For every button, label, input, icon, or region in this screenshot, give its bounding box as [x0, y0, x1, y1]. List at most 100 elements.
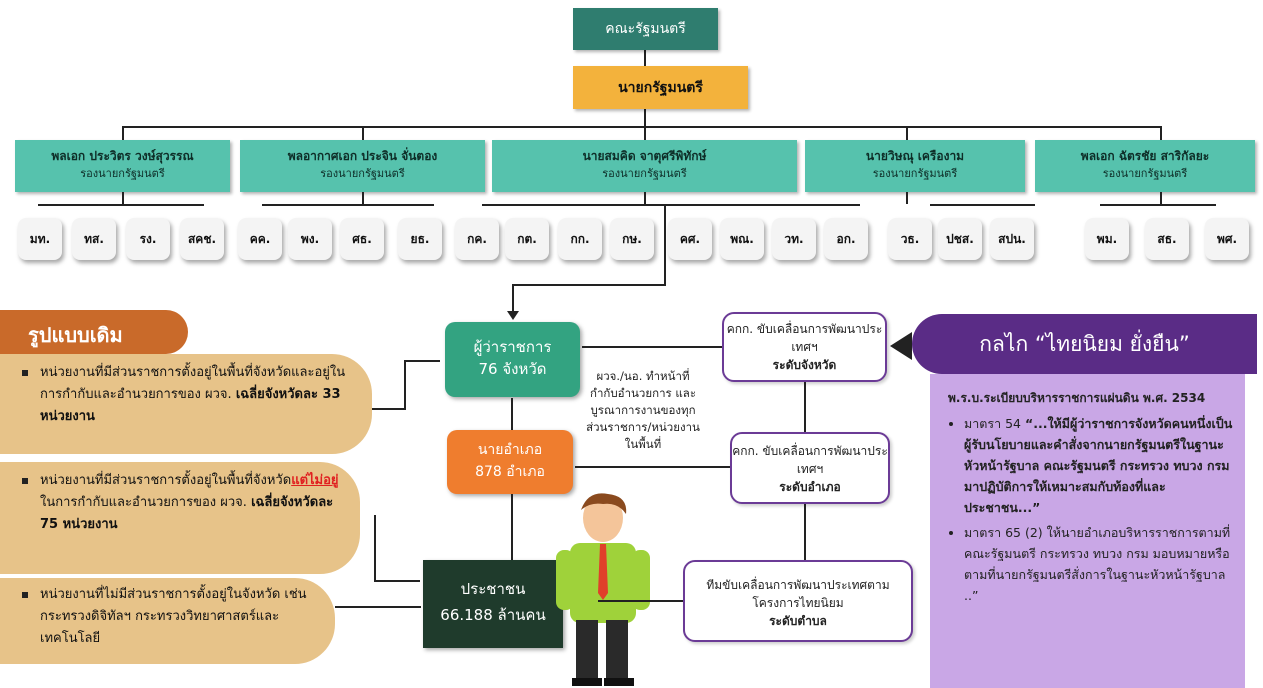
district-title: นายอำเภอ	[477, 442, 543, 458]
coordination-note: ผวจ./นอ. ทำหน้าที่กำกับอำนวยการ และบูรณา…	[583, 368, 703, 453]
list-item: หน่วยงานที่มีส่วนราชการตั้งอยู่ในพื้นที่…	[22, 470, 340, 536]
committee-subdistrict-box: ทีมขับเคลื่อนการพัฒนาประเทศตามโครงการไทย…	[683, 560, 913, 642]
section-label: มาตรา 54	[964, 416, 1021, 431]
district-officer-box: นายอำเภอ 878 อำเภอ	[447, 430, 573, 494]
ministry-label: มท.	[29, 231, 51, 246]
committee-level: ระดับอำเภอ	[779, 480, 841, 494]
ministry-box: ปชส.	[938, 218, 982, 260]
ministry-label: คศ.	[679, 231, 701, 246]
ministry-label: กค.	[467, 231, 487, 246]
ministry-box: วท.	[772, 218, 816, 260]
committee-name: คกก. ขับเคลื่อนการพัฒนาประเทศฯ	[726, 322, 883, 354]
connector	[1160, 192, 1162, 204]
ministry-box: ยธ.	[398, 218, 442, 260]
district-count: 878 อำเภอ	[475, 464, 545, 480]
connector	[644, 50, 646, 66]
governor-box: ผู้ว่าราชการ 76 จังหวัด	[445, 322, 580, 397]
ministry-box: สธ.	[1145, 218, 1189, 260]
ministry-label: พง.	[300, 231, 320, 246]
ministry-box: วธ.	[888, 218, 932, 260]
connector	[362, 192, 364, 204]
connector	[644, 192, 646, 204]
section-text: “...ให้มีผู้ว่าราชการจังหวัดคนหนึ่งเป็นผ…	[964, 416, 1233, 515]
arrow	[374, 580, 420, 582]
deputy-role: รองนายกรัฐมนตรี	[80, 167, 165, 180]
ministry-label: อก.	[836, 231, 856, 246]
connector	[122, 126, 124, 140]
ministry-label: คค.	[249, 231, 271, 246]
people-box: ประชาชน 66.188 ล้านคน	[423, 560, 563, 648]
connector	[511, 494, 513, 560]
connector	[38, 204, 204, 206]
connector	[644, 109, 646, 127]
connector	[1100, 204, 1216, 206]
ministry-box: พง.	[288, 218, 332, 260]
people-count: 66.188 ล้านคน	[440, 606, 546, 624]
ministry-box: ศธ.	[340, 218, 384, 260]
item-bold: เฉลี่ยจังหวัดละ 33 หน่วยงาน	[40, 387, 341, 424]
connector	[122, 126, 1162, 128]
ministry-box: ทส.	[72, 218, 116, 260]
connector	[374, 515, 376, 580]
governor-title: ผู้ว่าราชการ	[473, 338, 552, 356]
list-item: มาตรา 54 “...ให้มีผู้ว่าราชการจังหวัดคนห…	[964, 413, 1235, 518]
item-text: ในการกำกับและอำนวยการของ ผวจ.	[40, 495, 247, 510]
connector	[511, 398, 513, 430]
list-item: หน่วยงานที่มีส่วนราชการตั้งอยู่ในพื้นที่…	[22, 362, 352, 428]
old-model-box-1: หน่วยงานที่มีส่วนราชการตั้งอยู่ในพื้นที่…	[0, 354, 372, 454]
ministry-label: พม.	[1096, 231, 1118, 246]
ministry-box: อก.	[824, 218, 868, 260]
deputy-role: รองนายกรัฐมนตรี	[602, 167, 687, 180]
act-title: พ.ร.บ.ระเบียบบริหารราชการแผ่นดิน พ.ศ. 25…	[948, 391, 1206, 405]
committee-name: ทีมขับเคลื่อนการพัฒนาประเทศตามโครงการไทย…	[706, 578, 890, 610]
ministry-label: รง.	[139, 231, 157, 246]
list-item: มาตรา 65 (2) ให้นายอำเภอบริหารราชการตามท…	[964, 522, 1235, 606]
item-bold: เฉลี่ยจังหวัดละ 75 หน่วยงาน	[40, 495, 334, 532]
ministry-box: กษ.	[610, 218, 654, 260]
ministry-box: คศ.	[668, 218, 712, 260]
ministry-label: ทส.	[84, 231, 104, 246]
item-emphasis: แต่ไม่อยู่	[291, 473, 339, 488]
deputy-box: พลอากาศเอก ประจิน จั่นตอง รองนายกรัฐมนตร…	[240, 140, 485, 192]
connector	[804, 382, 806, 432]
ministry-label: พณ.	[730, 231, 754, 246]
connector	[482, 204, 860, 206]
old-model-title-text: รูปแบบเดิม	[28, 323, 123, 347]
connector	[582, 346, 722, 348]
item-text: หน่วยงานที่มีส่วนราชการตั้งอยู่ในพื้นที่…	[40, 365, 346, 402]
connector	[930, 204, 1035, 206]
old-model-box-3: หน่วยงานที่ไม่มีส่วนราชการตั้งอยู่ในจังห…	[0, 578, 335, 664]
connector	[664, 205, 666, 285]
cabinet-label: คณะรัฐมนตรี	[605, 21, 686, 37]
connector	[598, 600, 683, 602]
ministry-label: ปชส.	[946, 231, 974, 246]
connector	[372, 408, 404, 410]
deputy-role: รองนายกรัฐมนตรี	[1102, 167, 1188, 180]
connector	[804, 504, 806, 560]
arrow	[507, 284, 519, 320]
list-item: หน่วยงานที่ไม่มีส่วนราชการตั้งอยู่ในจังห…	[22, 584, 315, 650]
arrow	[335, 606, 421, 608]
ministry-label: สธ.	[1157, 231, 1177, 246]
deputy-box: นายสมคิด จาตุศรีพิทักษ์ รองนายกรัฐมนตรี	[492, 140, 797, 192]
cabinet-box: คณะรัฐมนตรี	[573, 8, 718, 50]
committee-name: คกก. ขับเคลื่อนการพัฒนาประเทศฯ	[732, 444, 888, 476]
committee-district-box: คกก. ขับเคลื่อนการพัฒนาประเทศฯ ระดับอำเภ…	[730, 432, 890, 504]
connector	[575, 466, 730, 468]
committee-level: ระดับจังหวัด	[772, 358, 837, 372]
ministry-label: กษ.	[622, 231, 642, 246]
deputy-name: พลเอก ฉัตรชัย สาริกัลยะ	[1080, 149, 1210, 163]
deputy-role: รองนายกรัฐมนตรี	[320, 167, 405, 180]
committee-province-box: คกก. ขับเคลื่อนการพัฒนาประเทศฯ ระดับจังห…	[722, 312, 887, 382]
ministry-label: วท.	[784, 231, 804, 246]
old-model-title: รูปแบบเดิม	[0, 310, 188, 354]
connector	[512, 284, 666, 286]
prime-minister-box: นายกรัฐมนตรี	[573, 66, 748, 109]
ministry-label: กต.	[517, 231, 537, 246]
connector	[644, 126, 646, 140]
deputy-box: พลเอก ฉัตรชัย สาริกัลยะ รองนายกรัฐมนตรี	[1035, 140, 1255, 192]
deputy-name: พลเอก ประวิตร วงษ์สุวรรณ	[51, 149, 194, 163]
people-title: ประชาชน	[460, 580, 526, 598]
connector	[1160, 126, 1162, 140]
connector	[404, 360, 406, 410]
